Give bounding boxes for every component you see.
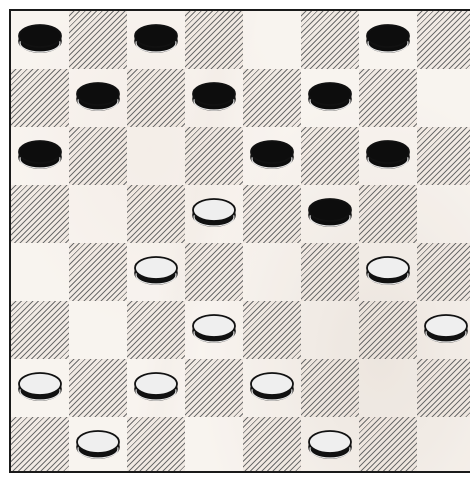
- dark-square-r3c6[interactable]: [359, 185, 417, 243]
- dark-square-r6c3[interactable]: [185, 359, 243, 417]
- light-square-r5c5[interactable]: [301, 301, 359, 359]
- black-checker-piece[interactable]: [75, 79, 121, 113]
- dark-square-r4c5[interactable]: [301, 243, 359, 301]
- light-square-r7c3[interactable]: [185, 417, 243, 473]
- dark-square-r3c4[interactable]: [243, 185, 301, 243]
- light-square-r4c0[interactable]: [11, 243, 69, 301]
- light-square-r2c2[interactable]: [127, 127, 185, 185]
- dark-square-r7c4[interactable]: [243, 417, 301, 473]
- dark-square-r7c2[interactable]: [127, 417, 185, 473]
- dark-square-r7c0[interactable]: [11, 417, 69, 473]
- dark-square-r5c6[interactable]: [359, 301, 417, 359]
- black-checker-piece[interactable]: [17, 137, 63, 171]
- dark-square-r4c7[interactable]: [417, 243, 470, 301]
- dark-square-r0c3[interactable]: [185, 11, 243, 69]
- dark-square-r1c0[interactable]: [11, 69, 69, 127]
- dark-square-r5c4[interactable]: [243, 301, 301, 359]
- light-square-r5c1[interactable]: [69, 301, 127, 359]
- dark-square-r3c0[interactable]: [11, 185, 69, 243]
- white-checker-piece[interactable]: [75, 427, 121, 461]
- light-square-r6c6[interactable]: [359, 359, 417, 417]
- black-checker-piece[interactable]: [17, 21, 63, 55]
- black-checker-piece[interactable]: [249, 137, 295, 171]
- dark-square-r1c4[interactable]: [243, 69, 301, 127]
- white-checker-piece[interactable]: [17, 369, 63, 403]
- white-checker-piece[interactable]: [191, 311, 237, 345]
- white-checker-piece[interactable]: [423, 311, 469, 345]
- dark-square-r0c1[interactable]: [69, 11, 127, 69]
- light-square-r7c7[interactable]: [417, 417, 470, 473]
- checkers-board: [9, 9, 470, 473]
- dark-square-r2c7[interactable]: [417, 127, 470, 185]
- white-checker-piece[interactable]: [133, 369, 179, 403]
- white-checker-piece[interactable]: [307, 427, 353, 461]
- dark-square-r5c2[interactable]: [127, 301, 185, 359]
- dark-square-r0c7[interactable]: [417, 11, 470, 69]
- white-checker-piece[interactable]: [191, 195, 237, 229]
- light-square-r3c7[interactable]: [417, 185, 470, 243]
- light-square-r0c4[interactable]: [243, 11, 301, 69]
- dark-square-r6c1[interactable]: [69, 359, 127, 417]
- light-square-r1c7[interactable]: [417, 69, 470, 127]
- dark-square-r6c7[interactable]: [417, 359, 470, 417]
- white-checker-piece[interactable]: [249, 369, 295, 403]
- dark-square-r6c5[interactable]: [301, 359, 359, 417]
- black-checker-piece[interactable]: [307, 195, 353, 229]
- light-square-r3c1[interactable]: [69, 185, 127, 243]
- black-checker-piece[interactable]: [365, 137, 411, 171]
- black-checker-piece[interactable]: [307, 79, 353, 113]
- dark-square-r1c2[interactable]: [127, 69, 185, 127]
- light-square-r4c4[interactable]: [243, 243, 301, 301]
- black-checker-piece[interactable]: [365, 21, 411, 55]
- dark-square-r5c0[interactable]: [11, 301, 69, 359]
- dark-square-r4c3[interactable]: [185, 243, 243, 301]
- dark-square-r0c5[interactable]: [301, 11, 359, 69]
- black-checker-piece[interactable]: [191, 79, 237, 113]
- dark-square-r4c1[interactable]: [69, 243, 127, 301]
- black-checker-piece[interactable]: [133, 21, 179, 55]
- dark-square-r7c6[interactable]: [359, 417, 417, 473]
- dark-square-r1c6[interactable]: [359, 69, 417, 127]
- white-checker-piece[interactable]: [133, 253, 179, 287]
- dark-square-r3c2[interactable]: [127, 185, 185, 243]
- dark-square-r2c5[interactable]: [301, 127, 359, 185]
- white-checker-piece[interactable]: [365, 253, 411, 287]
- dark-square-r2c1[interactable]: [69, 127, 127, 185]
- dark-square-r2c3[interactable]: [185, 127, 243, 185]
